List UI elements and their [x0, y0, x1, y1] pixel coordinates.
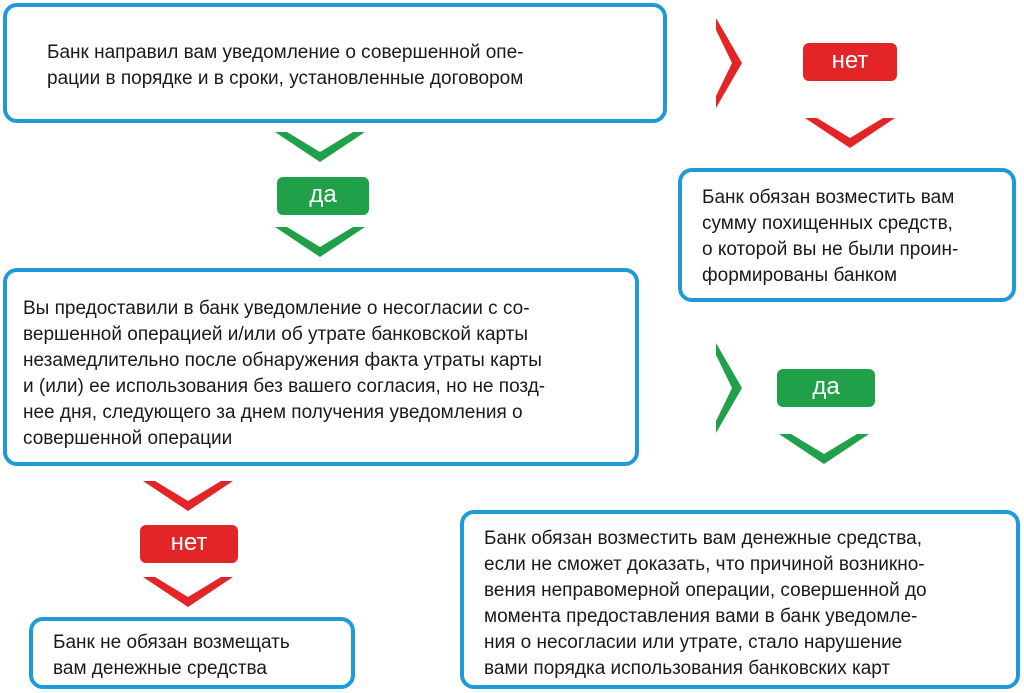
chevron-right-icon — [716, 18, 742, 108]
question-disagreement-notice: Вы предоставили в банк уведомление о нес… — [3, 268, 639, 466]
chevron-down-icon — [275, 132, 365, 162]
question-notification-sent: Банк направил вам уведомление о совершен… — [3, 3, 667, 123]
result-bank-must-refund-conditional-text: Банк обязан возместить вам денежные сред… — [484, 528, 927, 679]
chevron-down-icon — [805, 118, 895, 148]
result-bank-must-refund-stolen: Банк обязан возместить вам сумму похищен… — [678, 168, 1016, 302]
question-notification-sent-text: Банк направил вам уведомление о совершен… — [47, 42, 524, 89]
chevron-down-icon — [143, 577, 233, 607]
question-disagreement-notice-text: Вы предоставили в банк уведомление о нес… — [23, 298, 546, 449]
no-label: нет — [140, 525, 238, 563]
result-bank-not-obliged: Банк не обязан возмещать вам денежные ср… — [29, 617, 355, 689]
result-bank-must-refund-conditional: Банк обязан возместить вам денежные сред… — [460, 510, 1020, 689]
no-label: нет — [803, 43, 897, 81]
yes-label: да — [777, 369, 875, 407]
chevron-down-icon — [143, 481, 233, 511]
chevron-right-icon — [716, 343, 742, 433]
result-bank-must-refund-stolen-text: Банк обязан возместить вам сумму похищен… — [702, 187, 959, 286]
chevron-down-icon — [275, 227, 365, 257]
yes-label: да — [277, 177, 369, 215]
result-bank-not-obliged-text: Банк не обязан возмещать вам денежные ср… — [53, 632, 290, 679]
chevron-down-icon — [779, 434, 869, 464]
